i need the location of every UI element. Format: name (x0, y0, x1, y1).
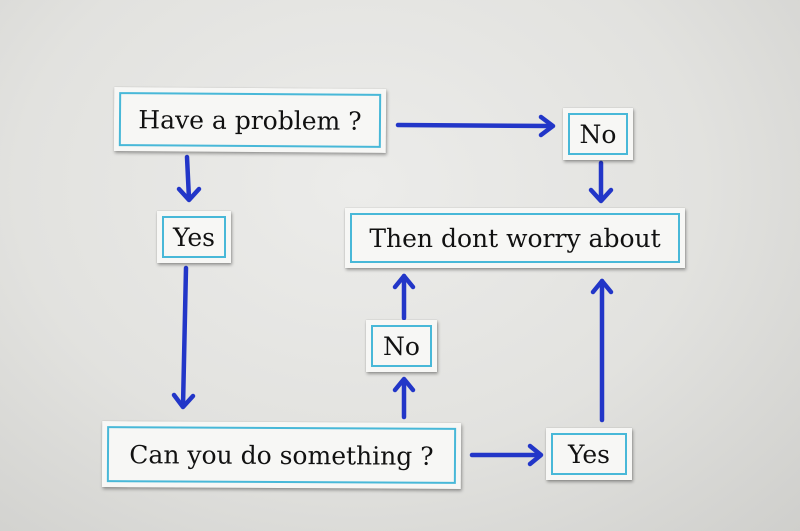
node-then-dont-worry-about-label: Then dont worry about (350, 213, 680, 263)
node-can-you-do-something-label: Can you do something ? (106, 426, 457, 484)
node-no-middle-label: No (371, 325, 432, 367)
node-no-top-label: No (568, 113, 628, 155)
arrow-can-you-do-to-no (392, 376, 416, 420)
node-then-dont-worry-about: Then dont worry about (345, 208, 685, 268)
node-yes-left: Yes (157, 211, 231, 263)
arrow-yes-to-can-you-do (171, 265, 196, 410)
node-have-a-problem: Have a problem ? (113, 87, 387, 153)
arrow-problem-to-yes (176, 154, 202, 203)
arrow-no-to-dont-worry-up (392, 273, 416, 321)
node-no-middle: No (366, 320, 437, 372)
node-have-a-problem-label: Have a problem ? (118, 92, 382, 148)
arrow-can-you-do-to-yes (469, 443, 544, 467)
arrow-no-to-dont-worry (588, 160, 614, 204)
node-yes-left-label: Yes (162, 216, 226, 258)
node-no-top: No (563, 108, 633, 160)
node-yes-bottom-label: Yes (551, 433, 627, 475)
node-can-you-do-something: Can you do something ? (101, 421, 462, 489)
arrow-problem-to-no (395, 114, 556, 138)
arrow-yes-to-dont-worry (590, 278, 614, 423)
node-yes-bottom: Yes (546, 428, 632, 480)
